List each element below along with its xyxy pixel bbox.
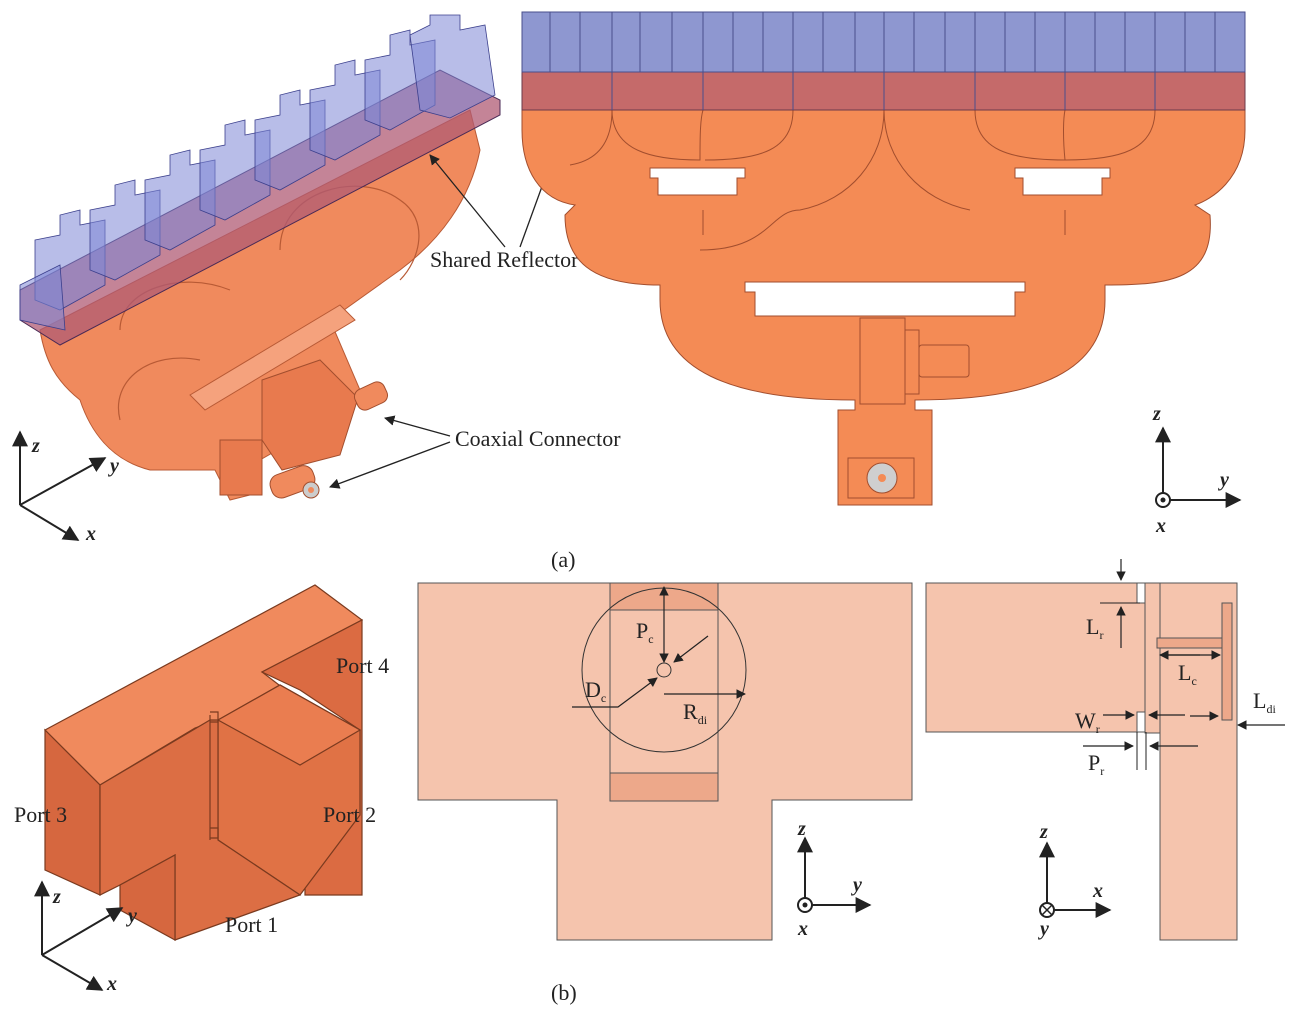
axes-b-left: z y x	[34, 880, 137, 995]
tjunction-front-cap-bottom	[609, 772, 719, 802]
axis-b-left-x: x	[106, 973, 117, 995]
array-3d-stub	[219, 439, 263, 496]
tjunction-3d-notch-1	[210, 711, 219, 723]
array-front-arc-2	[611, 109, 704, 161]
tjunction-side	[925, 582, 1238, 941]
tjunction-3d-port2-top	[216, 684, 362, 766]
axis-b-mid-y: y	[851, 874, 862, 896]
array-3d-bridge	[189, 304, 356, 411]
tjunction-side-gap	[1144, 582, 1161, 734]
array-3d-view	[19, 14, 501, 501]
array-front-arc-7	[883, 109, 971, 211]
array-front-coax	[918, 344, 970, 378]
axis-b-mid-x: x	[797, 918, 808, 940]
array-3d-feed-body	[39, 109, 481, 501]
tjunction-3d-stem	[119, 853, 176, 942]
axis-a-left-z: z	[31, 435, 40, 457]
arrow-coax-lower	[329, 441, 451, 489]
label-shared-reflector: Shared Reflector	[430, 247, 579, 272]
axes-b-right: z x y	[1038, 821, 1112, 940]
tjunction-3d-notch-2	[210, 827, 219, 839]
arrow-coax-upper	[383, 415, 451, 437]
label-rdi: Rdi	[683, 699, 708, 727]
array-front-window-left	[649, 167, 746, 196]
array-front-notch-center	[744, 281, 1026, 317]
port-label-2: Port 2	[323, 802, 376, 827]
label-pc: Pc	[636, 618, 654, 646]
axes-a-left: z y x	[12, 430, 119, 545]
tjunction-3d	[44, 584, 364, 942]
array-front-view	[521, 11, 1246, 506]
array-front-arc-5	[1063, 109, 1156, 161]
axis-b-right-x: x	[1092, 880, 1103, 902]
tjunction-side-right-column	[1159, 582, 1238, 941]
array-front-arc-4	[974, 109, 1066, 161]
axis-a-right-x: x	[1155, 515, 1166, 537]
label-ldi: Ldi	[1253, 688, 1276, 716]
label-coaxial-connector: Coaxial Connector	[455, 426, 621, 451]
array-front-coax-port-inner	[878, 474, 886, 482]
axis-a-left-x: x	[85, 523, 96, 545]
axis-b-left-y: y	[126, 905, 137, 927]
arrow-shared-reflector-left	[429, 154, 506, 248]
axis-b-left-z: z	[52, 886, 61, 908]
axis-b-right-z: z	[1039, 821, 1048, 843]
caption-b: (b)	[551, 980, 577, 1005]
axes-a-right: z y x	[1152, 403, 1242, 537]
tjunction-side-probe	[1156, 637, 1225, 649]
axis-b-mid-z: z	[797, 818, 806, 840]
coax-connector-upper	[353, 381, 389, 411]
tjunction-3d-front-main	[99, 719, 302, 941]
array-front-connector-flange	[904, 329, 920, 395]
caption-a: (a)	[551, 547, 575, 572]
array-front-arc-1	[569, 109, 613, 166]
port-label-1: Port 1	[225, 912, 278, 937]
port-label-3: Port 3	[14, 802, 67, 827]
axis-a-right-z: z	[1152, 403, 1161, 425]
coax-center-pin	[656, 662, 672, 678]
dim-dc-out	[572, 677, 658, 708]
label-wr: Wr	[1075, 708, 1100, 736]
port-label-4: Port 4	[336, 653, 389, 678]
array-front-lens-dividers	[549, 12, 1216, 110]
label-lc: Lc	[1178, 660, 1197, 688]
axes-b-mid: z y x	[797, 818, 872, 940]
array-front-window-right	[1014, 167, 1111, 196]
array-front-coax-port-frame	[847, 457, 915, 499]
tjunction-side-slot-bottom	[1136, 711, 1146, 733]
tjunction-side-slot-top	[1136, 582, 1146, 604]
array-3d-lens-blocks	[19, 14, 496, 331]
array-front-arc-3	[704, 109, 794, 161]
label-pr: Pr	[1088, 750, 1104, 778]
coax-connector-lower	[269, 465, 320, 499]
label-dc: Dc	[585, 677, 606, 705]
tjunction-side-dielectric	[1221, 602, 1233, 721]
array-front-connector-block	[859, 317, 906, 405]
array-3d-arc-3	[117, 357, 201, 421]
axis-a-right-y: y	[1218, 469, 1229, 491]
axis-a-left-y: y	[108, 455, 119, 477]
tjunction-front	[417, 582, 913, 941]
axis-b-right-y: y	[1038, 918, 1049, 940]
array-front-arc-6	[699, 109, 885, 251]
tjunction-side-left-block	[925, 582, 1146, 733]
label-lr: Lr	[1086, 614, 1103, 642]
dim-dc-in	[673, 635, 709, 663]
